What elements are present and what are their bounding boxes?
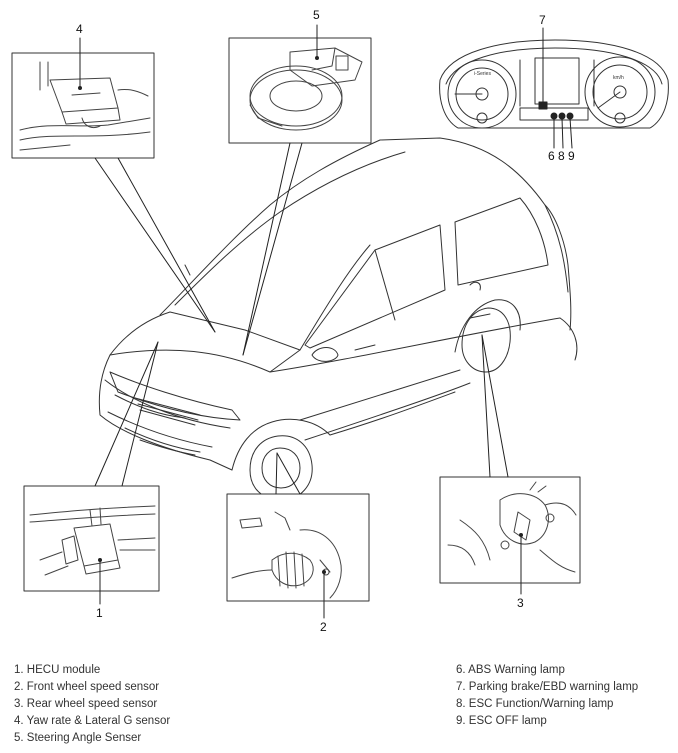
legend-item-front-wheel-speed-sensor: 2. Front wheel speed sensor — [14, 681, 160, 693]
callout-4: 4 — [76, 22, 83, 36]
callout-9: 9 — [568, 149, 575, 163]
cluster-brand-label: i-Series — [474, 71, 491, 77]
hecu-module-illustration — [29, 505, 156, 576]
legend-item-steering-angle-sensor: 5. Steering Angle Senser — [14, 732, 142, 744]
cluster-indicator-lamps — [538, 101, 574, 120]
instrument-cluster — [439, 39, 669, 129]
vehicle-illustration — [98, 137, 578, 501]
front-wheel-speed-sensor-illustration — [231, 511, 342, 599]
pointer-dots — [78, 56, 523, 574]
callout-8: 8 — [558, 149, 565, 163]
legend-right-column: 6. ABS Warning lamp 7. Parking brake/EBD… — [456, 662, 638, 730]
callout-5: 5 — [313, 8, 320, 22]
callout-1: 1 — [96, 606, 103, 620]
steering-angle-sensor-illustration — [249, 47, 363, 131]
legend-left-column: 1. HECU module 2. Front wheel speed sens… — [14, 662, 170, 747]
legend-item-esc-off-lamp: 9. ESC OFF lamp — [456, 715, 547, 727]
yaw-rate-sensor-illustration — [19, 61, 151, 151]
callout-3: 3 — [517, 596, 524, 610]
callout-2: 2 — [320, 620, 327, 634]
callout-7: 7 — [539, 13, 546, 27]
legend-item-esc-function-lamp: 8. ESC Function/Warning lamp — [456, 698, 614, 710]
box-rear-wheel-speed-sensor — [439, 476, 581, 584]
cluster-speed-unit: km/h — [613, 75, 624, 81]
callout-6: 6 — [548, 149, 555, 163]
legend-item-yaw-rate-sensor: 4. Yaw rate & Lateral G sensor — [14, 715, 171, 727]
box-yaw-rate-sensor — [11, 52, 155, 159]
leader-lines — [79, 24, 573, 619]
legend-item-parking-brake-ebd-lamp: 7. Parking brake/EBD warning lamp — [456, 681, 639, 693]
legend-item-abs-warning-lamp: 6. ABS Warning lamp — [456, 664, 565, 676]
legend-item-rear-wheel-speed-sensor: 3. Rear wheel speed sensor — [14, 698, 158, 710]
abs-esc-component-diagram: i-Series km/h 1 2 3 4 5 6 7 8 9 — [11, 8, 669, 634]
rear-wheel-speed-sensor-illustration — [447, 481, 577, 573]
legend-item-hecu-module: 1. HECU module — [14, 664, 101, 676]
box-front-wheel-speed-sensor — [226, 493, 370, 602]
